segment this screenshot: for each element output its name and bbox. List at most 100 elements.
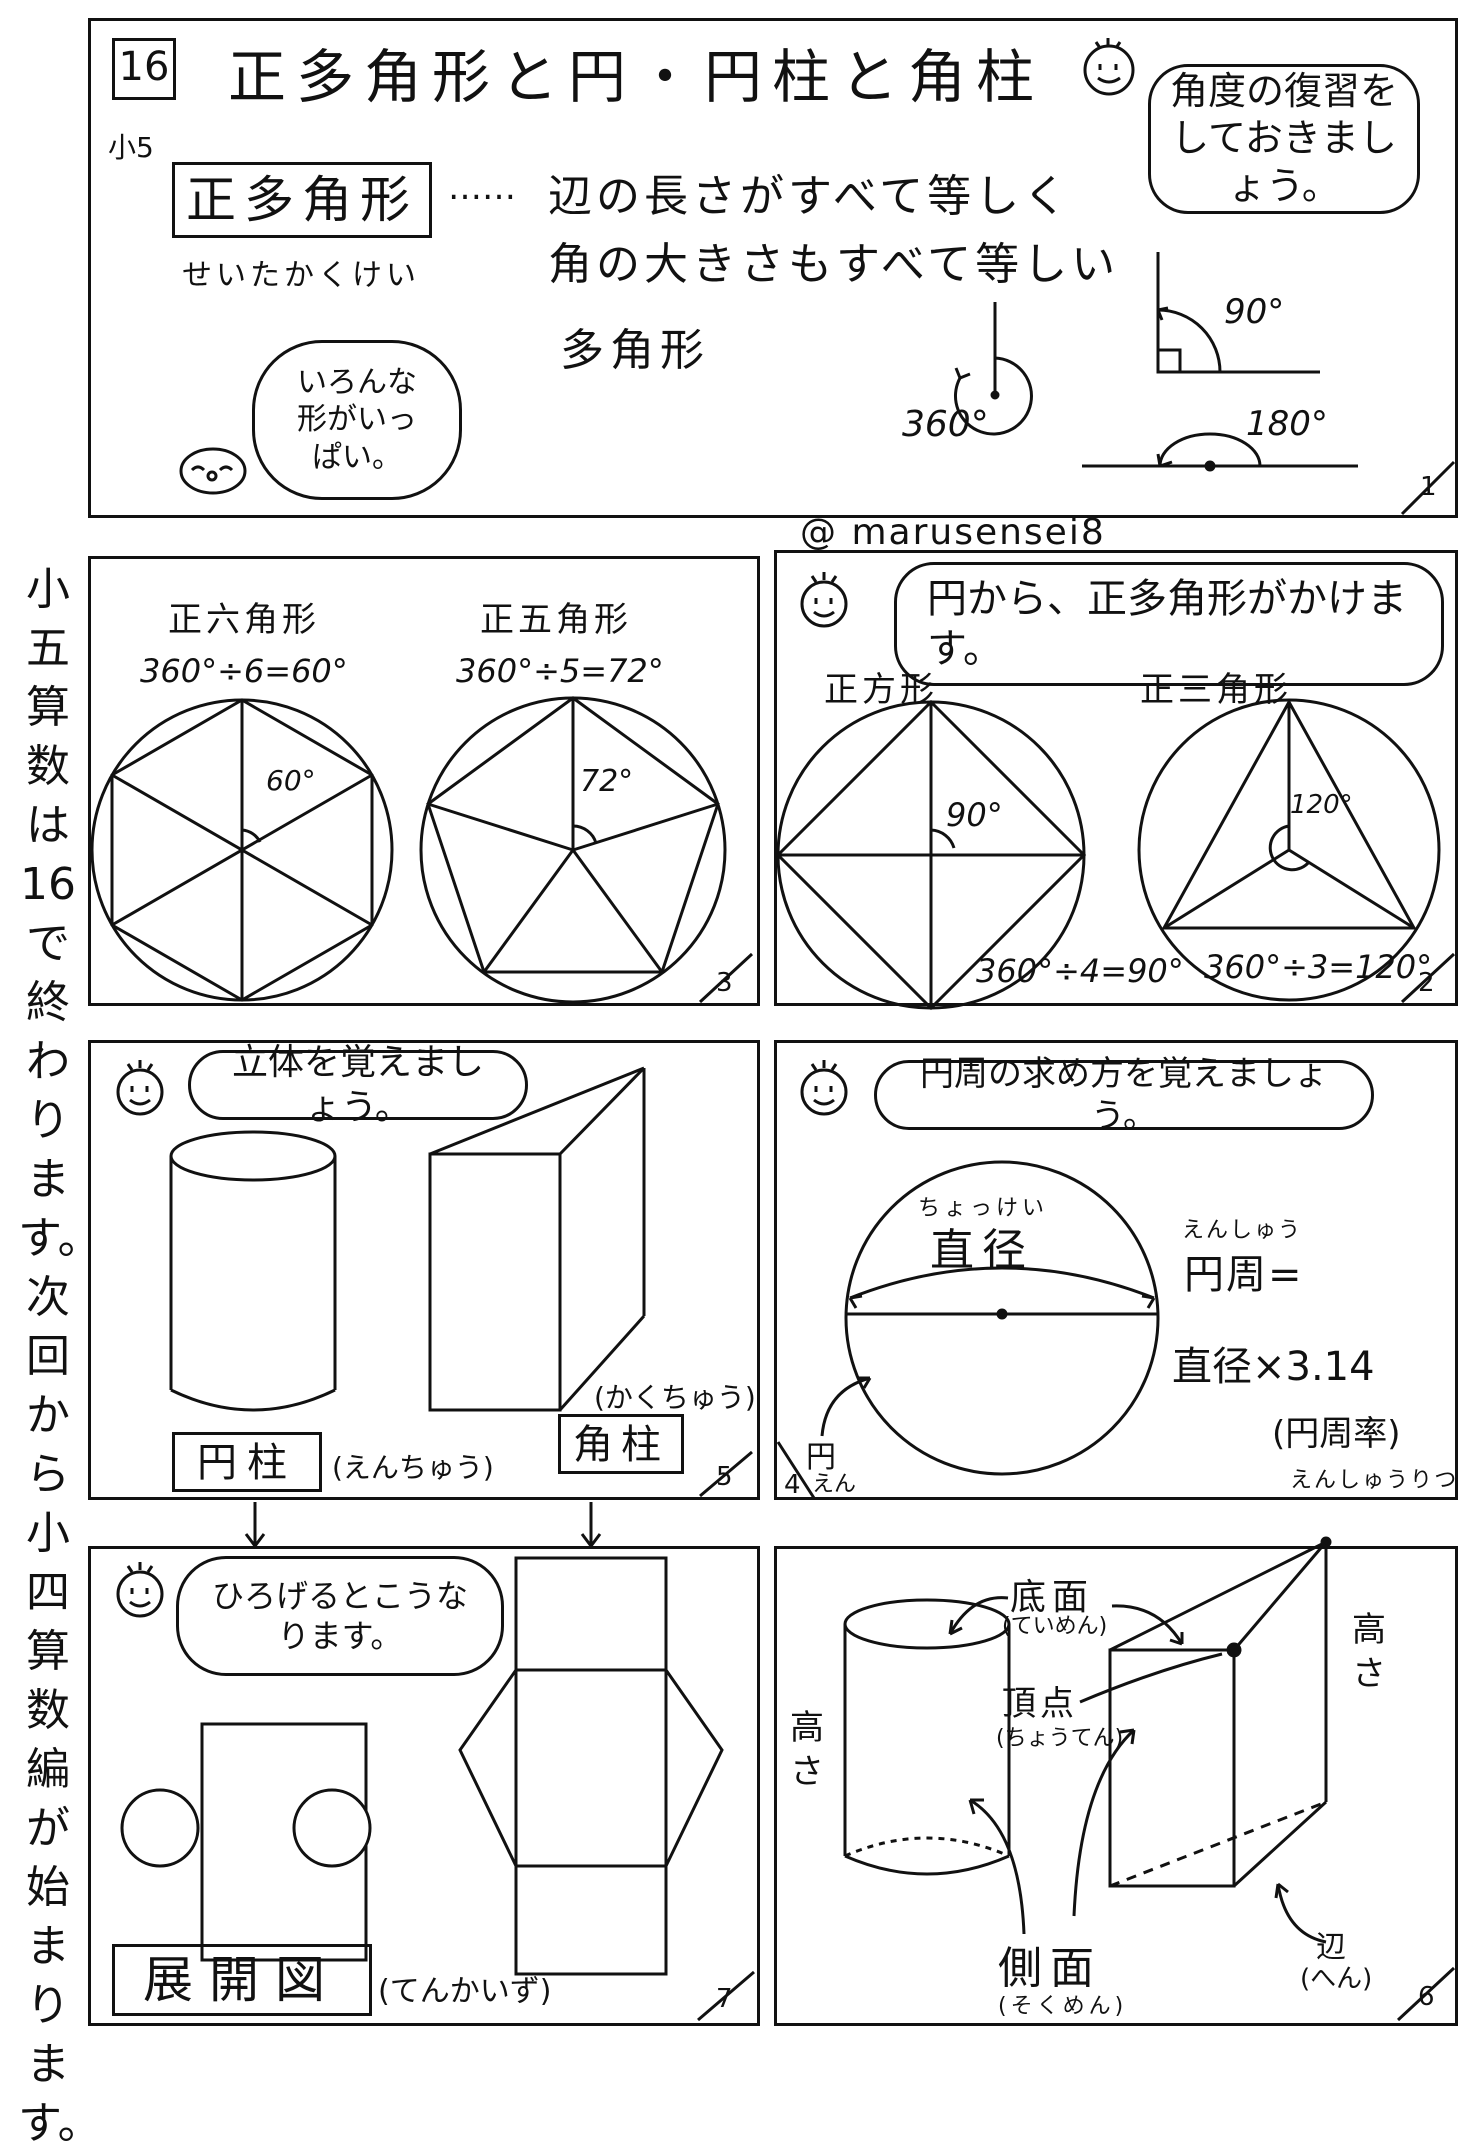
panel-7-number: 7 bbox=[716, 1984, 733, 2014]
grade-label: 小5 bbox=[108, 131, 154, 164]
definition-line-1: 辺の長さがすべて等しく bbox=[548, 171, 1072, 222]
panel-4-bubble: 円周の求め方を覚えましょう。 bbox=[874, 1054, 1374, 1136]
lateral-label: 側面 bbox=[998, 1943, 1102, 1994]
review-bubble: 角度の復習をしておきましょう。 bbox=[1148, 64, 1420, 214]
hexagon-in-circle bbox=[90, 698, 394, 1002]
arrow-down-icon bbox=[244, 1502, 266, 1549]
pentagon-angle: 72° bbox=[580, 764, 634, 799]
side-note: 小五算数は16で終わります。次回から小四算数編が始まります。 bbox=[18, 564, 102, 2149]
panel-3-number: 3 bbox=[716, 968, 733, 998]
panel-2-bubble: 円から、正多角形がかけます。 bbox=[894, 562, 1444, 686]
shapes-bubble: いろんな形がいっぱい。 bbox=[252, 340, 462, 500]
cylinder-reading: (えんちゅう) bbox=[332, 1451, 494, 1484]
cylinder-net bbox=[120, 1722, 372, 1962]
vertex-label: 頂点 bbox=[1002, 1684, 1078, 1724]
net-reading: (てんかいず) bbox=[378, 1974, 552, 2009]
vertex-reading: (ちょうてん) bbox=[996, 1726, 1124, 1751]
definition-line-3: 多角形 bbox=[560, 325, 710, 376]
page-title: 正多角形と円・円柱と角柱 bbox=[228, 43, 1045, 111]
panel-3 bbox=[88, 556, 760, 1006]
hexagon-angle: 60° bbox=[266, 764, 316, 797]
circle-reading: えん bbox=[812, 1472, 857, 1497]
diameter-label: 直径 bbox=[930, 1225, 1034, 1276]
angle-360-diagram bbox=[954, 302, 1033, 436]
pentagon-in-circle bbox=[419, 696, 727, 1004]
panel-5-bubble: 立体を覚えましょう。 bbox=[188, 1042, 528, 1128]
circumference-formula: 直径×3.14 bbox=[1172, 1344, 1375, 1390]
pointer-arrow-icon bbox=[1079, 1652, 1223, 1704]
panel-7-corner bbox=[697, 1970, 755, 2022]
panel-4-number: 4 bbox=[784, 1470, 801, 1500]
smiley-icon bbox=[800, 572, 848, 628]
smiley-icon bbox=[1083, 38, 1135, 96]
cylinder-drawing bbox=[169, 1130, 337, 1412]
angle-360-label: 360° bbox=[902, 404, 989, 445]
pointer-arrow-icon bbox=[948, 1596, 1009, 1636]
smiley-icon bbox=[800, 1060, 848, 1116]
pointer-arrow-icon bbox=[1072, 1728, 1136, 1917]
panel-5-number: 5 bbox=[716, 1462, 733, 1492]
panel-1-number: 1 bbox=[1420, 472, 1437, 502]
angle-180-diagram bbox=[1082, 432, 1358, 472]
diameter-reading: ちょっけい bbox=[918, 1196, 1049, 1221]
lesson-number: 16 bbox=[112, 38, 176, 100]
base-label: 底面 bbox=[1010, 1577, 1095, 1618]
prism-label: 角柱 bbox=[558, 1414, 684, 1474]
cylinder-label: 円柱 bbox=[172, 1432, 322, 1492]
height-label-left: 高さ bbox=[790, 1708, 824, 1792]
pentagon-formula: 360°÷5=72° bbox=[456, 652, 664, 690]
prism-reading: (かくちゅう) bbox=[594, 1381, 756, 1414]
square-formula: 360°÷4=90° bbox=[976, 952, 1184, 990]
prism-net bbox=[458, 1556, 724, 1976]
hexagon-formula: 360°÷6=60° bbox=[140, 652, 348, 690]
height-label-right: 高さ bbox=[1352, 1610, 1386, 1694]
panel-2-number: 2 bbox=[1418, 968, 1435, 998]
triangle-angle: 120° bbox=[1290, 790, 1353, 820]
angle-90-label: 90° bbox=[1224, 292, 1285, 332]
base-reading: (ていめん) bbox=[1002, 1614, 1108, 1639]
panel-3-corner bbox=[698, 952, 754, 1004]
cylinder-parts bbox=[843, 1598, 1011, 1876]
smiley-icon bbox=[116, 1562, 164, 1618]
panel-6-number: 6 bbox=[1418, 1982, 1435, 2012]
circle-arrow-icon bbox=[820, 1376, 872, 1437]
edge-label: 辺 bbox=[1316, 1930, 1346, 1965]
lateral-reading: (そくめん) bbox=[998, 1994, 1128, 2019]
panel-6-corner bbox=[1396, 1966, 1456, 2022]
panel-5-corner bbox=[699, 1450, 753, 1498]
edge-reading: (へん) bbox=[1300, 1964, 1373, 1994]
prism-drawing bbox=[428, 1066, 646, 1412]
pointer-arrow-icon bbox=[1111, 1604, 1184, 1646]
circumference-label: 円周= bbox=[1184, 1252, 1304, 1298]
square-in-circle bbox=[775, 699, 1087, 1011]
angle-90-diagram bbox=[1156, 252, 1320, 374]
pointer-arrow-icon bbox=[1274, 1882, 1327, 1944]
pointer-arrow-icon bbox=[968, 1798, 1026, 1935]
prism-parts bbox=[1108, 1536, 1332, 1888]
definition-line-2: 角の大きさもすべて等しい bbox=[548, 239, 1120, 290]
arrow-down-icon bbox=[580, 1502, 602, 1549]
triangle-formula: 360°÷3=120° bbox=[1204, 948, 1433, 986]
term-box: 正多角形 bbox=[172, 162, 432, 238]
panel-2-corner bbox=[1400, 952, 1456, 1004]
pentagon-title: 正五角形 bbox=[480, 600, 632, 640]
hexagon-title: 正六角形 bbox=[168, 600, 320, 640]
smiley-icon bbox=[116, 1060, 164, 1116]
face-icon bbox=[179, 447, 247, 495]
net-label: 展開図 bbox=[112, 1944, 372, 2016]
panel-4-corner bbox=[776, 1441, 816, 1499]
square-angle: 90° bbox=[946, 796, 1003, 834]
circle-label: 円 bbox=[806, 1440, 836, 1475]
panel-6 bbox=[774, 1546, 1458, 2026]
angle-180-label: 180° bbox=[1246, 404, 1328, 444]
pi-reading: えんしゅうりつ bbox=[1290, 1468, 1459, 1493]
panel-7-bubble: ひろげるとこうなります。 bbox=[176, 1556, 504, 1676]
definition-dots: …… bbox=[448, 168, 516, 208]
circle-with-diameter bbox=[844, 1160, 1160, 1476]
pi-label: (円周率) bbox=[1272, 1414, 1401, 1454]
term-reading: せいたかくけい bbox=[182, 258, 420, 293]
triangle-in-circle bbox=[1137, 698, 1441, 1002]
credit-label: @ marusensei8 bbox=[800, 512, 1106, 553]
panel-1-corner bbox=[1400, 460, 1456, 516]
circumference-reading: えんしゅう bbox=[1182, 1218, 1303, 1243]
